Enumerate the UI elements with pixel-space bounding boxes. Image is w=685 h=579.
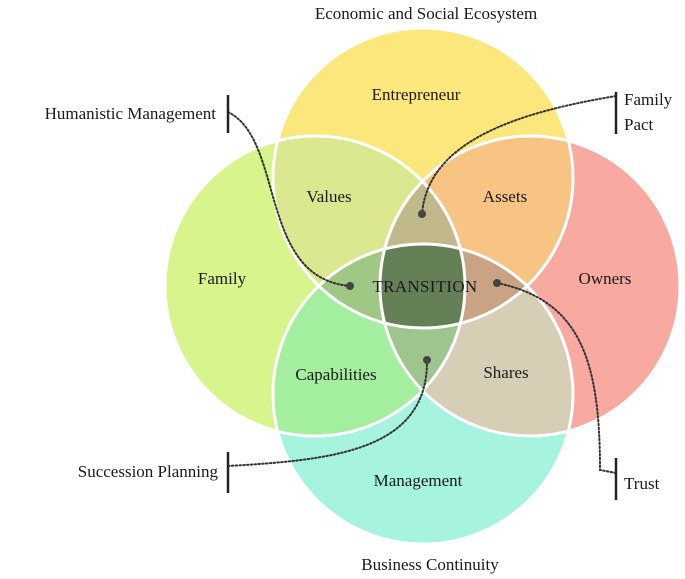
label-family: Family [198, 269, 247, 288]
annotation-family-pact-line2: Pact [624, 115, 654, 134]
label-values: Values [306, 187, 351, 206]
dot-humanistic [346, 282, 354, 290]
label-management: Management [374, 471, 463, 490]
footer-business-continuity: Business Continuity [361, 555, 499, 574]
label-owners: Owners [579, 269, 632, 288]
label-assets: Assets [483, 187, 527, 206]
label-capabilities: Capabilities [295, 365, 376, 384]
circle-outlines [163, 26, 682, 546]
dot-trust [493, 279, 501, 287]
label-shares: Shares [483, 363, 528, 382]
title-ecosystem: Economic and Social Ecosystem [315, 4, 537, 23]
annotation-trust: Trust [624, 474, 660, 493]
annotation-succession-planning: Succession Planning [78, 462, 219, 481]
label-entrepreneur: Entrepreneur [372, 85, 461, 104]
leader-trust [496, 282, 617, 474]
leader-succession [227, 359, 429, 467]
dot-family-pact [418, 210, 426, 218]
label-transition: TRANSITION [373, 277, 478, 296]
annotation-humanistic-management: Humanistic Management [45, 104, 217, 123]
region-transition [380, 244, 465, 328]
leader-family-pact [421, 95, 617, 215]
dot-succession [423, 356, 431, 364]
annotation-family-pact-line1: Family [624, 90, 673, 109]
leader-humanistic [227, 111, 351, 287]
